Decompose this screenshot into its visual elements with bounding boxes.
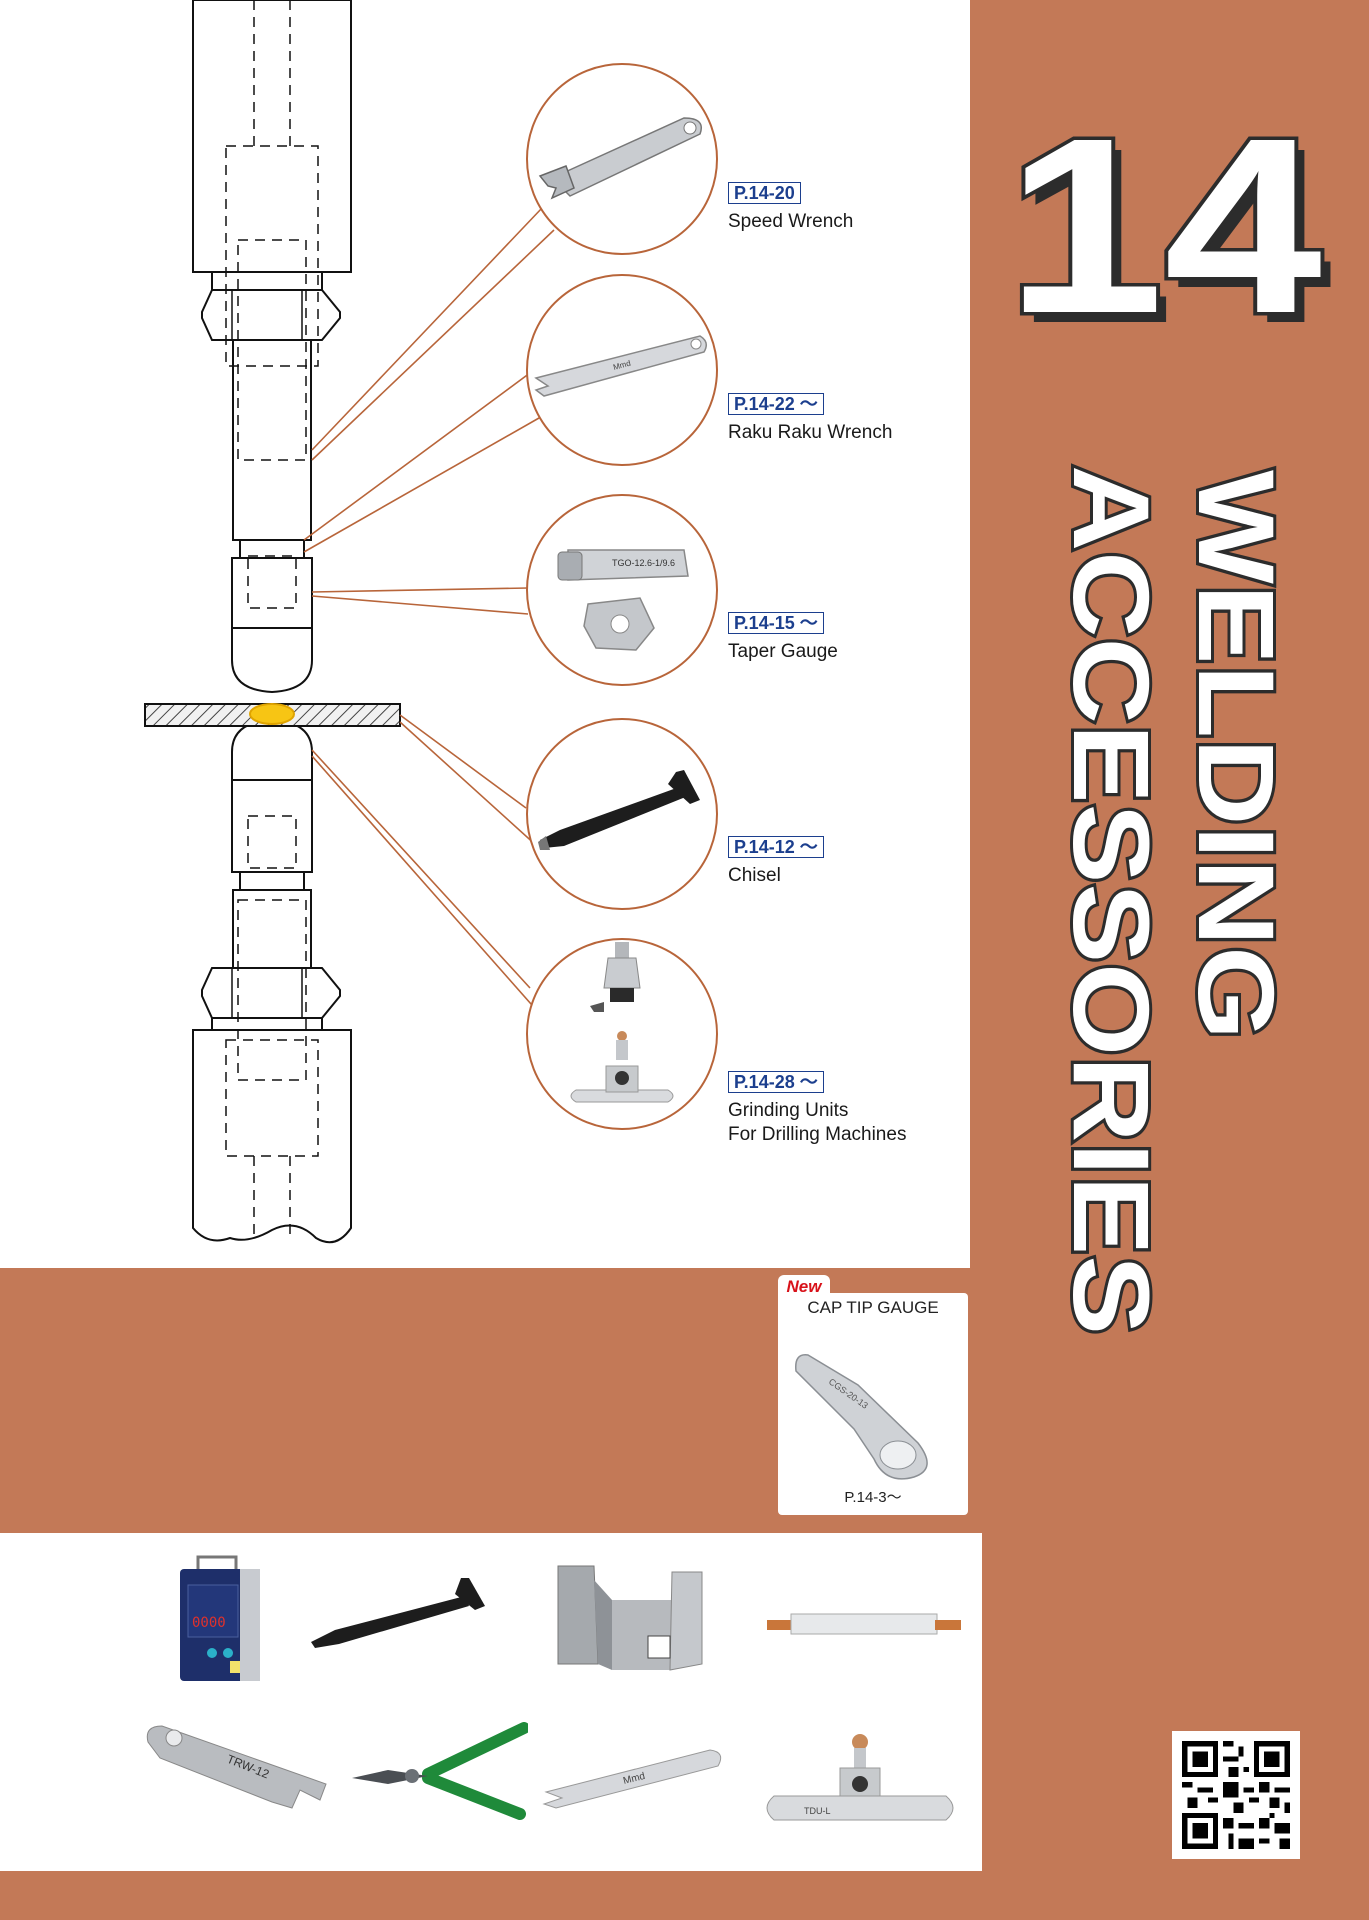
svg-text:Mmd: Mmd <box>622 1771 646 1787</box>
lower-nut <box>201 967 341 1019</box>
trw-wrench-icon: TRW-12 <box>146 1725 327 1809</box>
lower-cap-dome <box>231 718 313 781</box>
upper-cap-dome <box>231 627 313 694</box>
upper-nut <box>201 289 341 341</box>
svg-text:0000: 0000 <box>192 1615 226 1631</box>
shunt-bar-icon <box>767 1613 961 1635</box>
grinding-unit-product-icon: TDU-L <box>766 1734 954 1821</box>
page-ref-code[interactable]: P.14-15 ～ <box>728 612 824 634</box>
callout-label-line2: For Drilling Machines <box>728 1124 907 1145</box>
raku-raku-wrench-icon: Mmd <box>534 335 707 397</box>
grinding-unit-icon <box>570 942 674 1103</box>
electrode-diagram: Mmd TGO-12.6-1/9.6 <box>144 0 718 1244</box>
pliers-icon <box>352 1722 528 1820</box>
svg-text:ACCESSORIES: ACCESSORIES <box>1051 465 1170 1335</box>
chapter-number: 14 14 <box>1003 100 1333 340</box>
callout-label: Chisel <box>728 865 781 886</box>
svg-text:TGO-12.6-1/9.6: TGO-12.6-1/9.6 <box>612 558 675 568</box>
taper-gauge-icon: TGO-12.6-1/9.6 <box>557 549 689 651</box>
weld-nugget <box>249 703 295 725</box>
page-ref-code[interactable]: P.14-28 ～ <box>728 1071 824 1093</box>
new-badge: New <box>778 1275 830 1297</box>
title-welding: WELDING <box>1175 467 1295 1043</box>
upper-adapter <box>232 339 312 541</box>
callout-label: Grinding Units <box>728 1100 849 1121</box>
upper-cap-tip <box>231 557 313 629</box>
callout-label: Speed Wrench <box>728 211 854 232</box>
upper-shank <box>192 0 352 273</box>
qr-code-icon[interactable] <box>1172 1731 1300 1859</box>
cap-tip-gauge-icon: CGS-20-13 <box>795 1354 928 1480</box>
lower-shank <box>192 1029 352 1244</box>
callout-circle-taper-gauge <box>526 494 718 686</box>
chisel-icon <box>538 770 700 850</box>
callout-label: Taper Gauge <box>728 641 838 662</box>
speed-wrench-icon <box>538 117 702 200</box>
tip-dresser-controller-icon: 0000 <box>180 1555 260 1681</box>
new-product-page-ref[interactable]: P.14-3～ <box>844 1489 902 1506</box>
page-ref-code[interactable]: P.14-20 <box>728 182 801 204</box>
callout-grinding-units[interactable]: P.14-28 ～ Grinding Units For Drilling Ma… <box>728 1071 906 1147</box>
new-product-title: CAP TIP GAUGE <box>807 1298 939 1317</box>
svg-text:WELDING: WELDING <box>1176 470 1295 1040</box>
new-product-card[interactable]: CAP TIP GAUGE CGS-20-13 P.14-3～ <box>778 1293 968 1515</box>
diagram-panel <box>0 0 970 1268</box>
callout-label: Raku Raku Wrench <box>728 422 893 443</box>
callout-chisel[interactable]: P.14-12 ～ Chisel <box>728 836 824 888</box>
chisel-product-icon <box>311 1578 485 1648</box>
page-ref-code[interactable]: P.14-22 ～ <box>728 393 824 415</box>
lower-adapter <box>232 889 312 969</box>
callout-taper-gauge[interactable]: P.14-15 ～ Taper Gauge <box>728 612 838 664</box>
raku-raku-wrench-product-icon: Mmd <box>542 1749 722 1809</box>
svg-text:TDU-L: TDU-L <box>804 1806 831 1816</box>
callout-speed-wrench[interactable]: P.14-20 Speed Wrench <box>728 182 853 234</box>
svg-text:14: 14 <box>1006 100 1322 340</box>
page-ref-code[interactable]: P.14-12 ～ <box>728 836 824 858</box>
svg-text:Mmd: Mmd <box>612 359 632 372</box>
callout-raku-raku-wrench[interactable]: P.14-22 ～ Raku Raku Wrench <box>728 393 892 445</box>
svg-text:14: 14 <box>1016 100 1332 340</box>
tip-dresser-holder-icon <box>557 1565 703 1671</box>
title-accessories: ACCESSORIES <box>1050 462 1170 1338</box>
lower-cap-tip <box>231 779 313 873</box>
